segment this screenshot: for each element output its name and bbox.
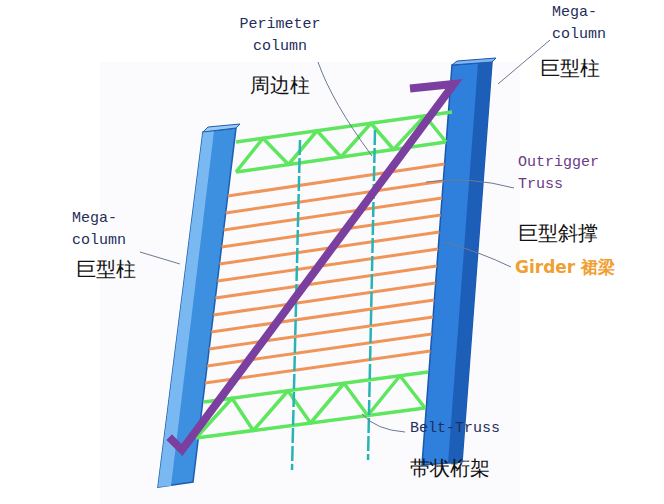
part-label: 周边柱 [250,72,310,99]
part-label: Girder 裙梁 [515,256,615,279]
belt-truss [196,112,452,438]
part-label: Mega-column [72,208,136,252]
background-panel [100,62,520,504]
part-label: Outrigger Truss [518,152,610,196]
perimeter-columns [292,130,375,470]
girders [205,164,444,383]
part-label: 巨型柱 [540,55,600,82]
outrigger-diagonal [172,84,454,450]
mega-column-right [422,58,496,465]
part-label: 巨型柱 [76,256,136,283]
leader-lines [140,40,550,432]
part-label: Mega-column [552,2,616,46]
part-label: Perimeter column [222,14,338,58]
part-label: 带状桁架 [410,455,490,482]
part-label: Belt-Truss [410,418,500,440]
part-label: 巨型斜撑 [518,220,598,247]
